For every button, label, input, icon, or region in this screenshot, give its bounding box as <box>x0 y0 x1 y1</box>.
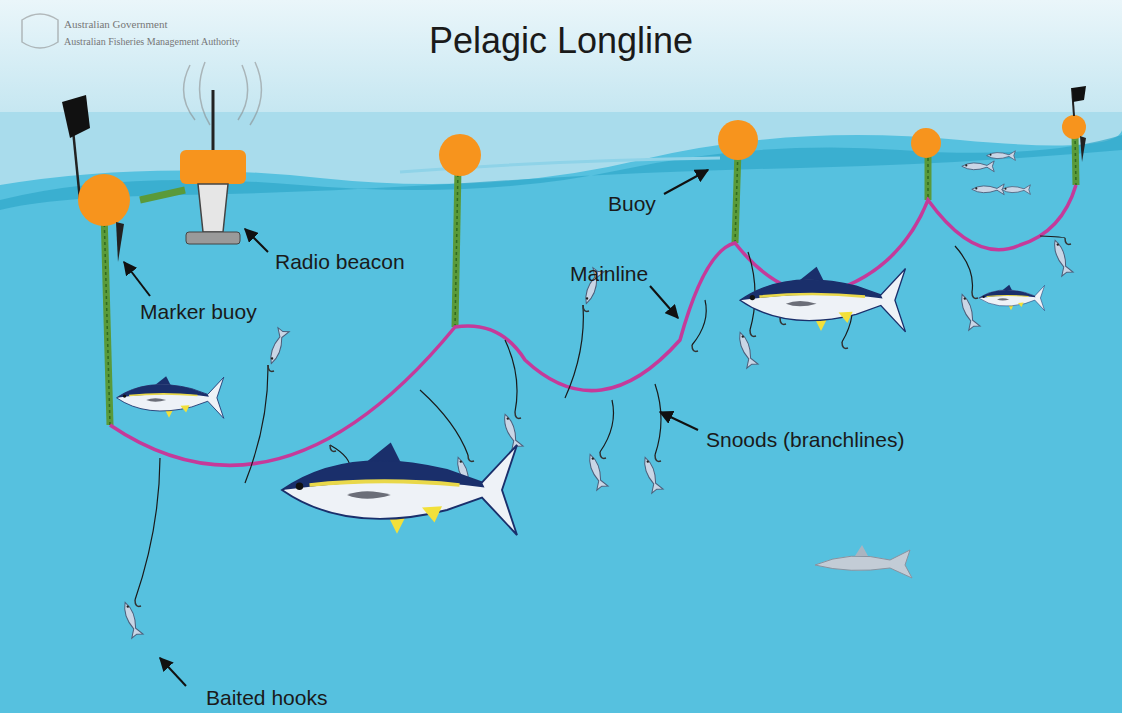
snood-line <box>565 305 583 398</box>
snood-line <box>245 365 268 483</box>
logo-text: Australian Fisheries Management Authorit… <box>64 36 240 47</box>
bait-fish <box>119 600 143 638</box>
hook <box>268 365 274 371</box>
bait-fish <box>584 452 608 490</box>
hook <box>750 330 756 336</box>
hook <box>515 412 521 418</box>
diagram-title: Pelagic Longline <box>429 20 693 62</box>
bait-fish <box>639 455 663 493</box>
hook <box>600 452 606 458</box>
hook <box>330 445 336 451</box>
bait-fish <box>956 292 980 330</box>
snood-line <box>420 390 468 455</box>
hook <box>692 345 698 351</box>
logo-text: Australian Government <box>64 18 168 30</box>
bait-fish <box>499 412 523 450</box>
bait-fish <box>266 328 290 366</box>
bait-fish <box>1049 238 1073 276</box>
part-label: Marker buoy <box>140 300 257 324</box>
snood-line <box>135 458 160 600</box>
hook <box>655 455 661 461</box>
hook <box>842 342 848 348</box>
part-label: Buoy <box>608 192 656 216</box>
snood-line <box>692 300 706 345</box>
snood-line <box>955 246 973 292</box>
hook <box>972 292 978 298</box>
part-label: Baited hooks <box>206 686 327 710</box>
snood-line <box>600 400 614 452</box>
snood-line <box>505 340 517 412</box>
snood-line <box>748 252 755 330</box>
snood-line <box>655 384 661 455</box>
hook <box>468 455 474 461</box>
hook <box>1065 238 1071 244</box>
bait-fish <box>734 330 758 368</box>
hook <box>135 600 141 606</box>
hook <box>583 305 589 311</box>
part-label: Mainline <box>570 262 648 286</box>
snood-line <box>1040 236 1065 238</box>
part-label: Radio beacon <box>275 250 405 274</box>
part-label: Snoods (branchlines) <box>706 428 904 452</box>
